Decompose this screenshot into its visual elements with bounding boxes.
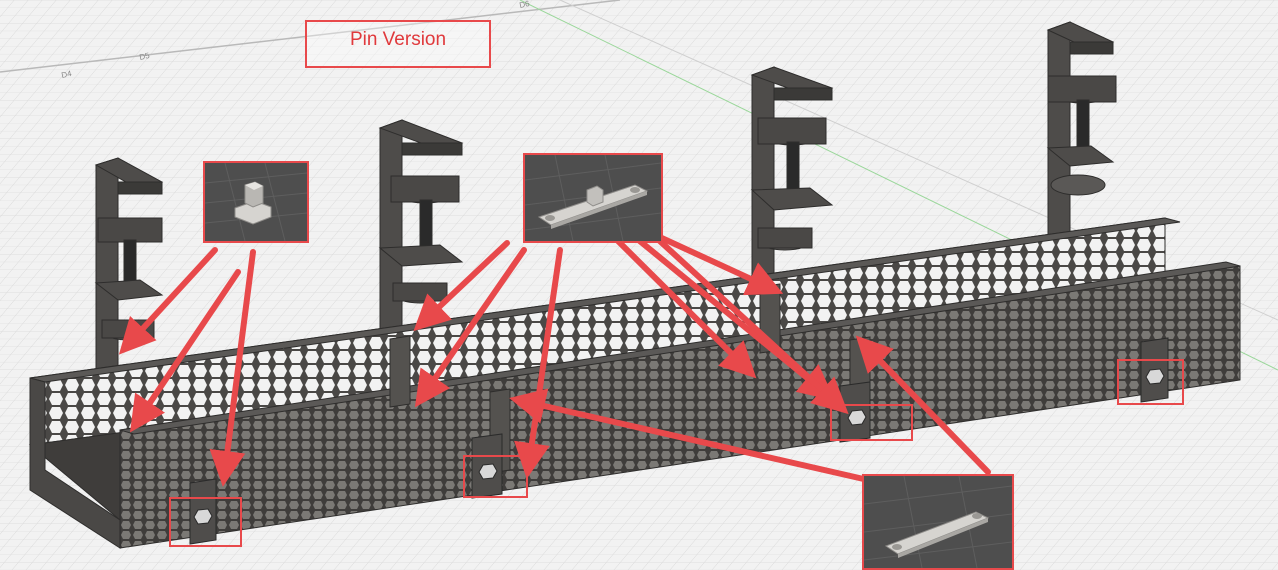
grid-label: D4 [61, 69, 73, 80]
clamp-1 [94, 157, 164, 379]
pin-2 [471, 433, 503, 499]
pin-highlight-box [1117, 359, 1184, 405]
hex-pin-icon [205, 163, 307, 241]
pin-4 [1140, 337, 1169, 403]
grid-major-line [0, 0, 621, 73]
inset-hex-pin [203, 161, 309, 243]
grid-label: D6 [519, 0, 531, 10]
connector-bar-with-pin-icon [525, 155, 661, 241]
grid-label: D5 [139, 51, 151, 62]
pin-highlight-box [830, 404, 913, 441]
title-label: Pin Version [349, 29, 447, 50]
pin-3 [839, 381, 871, 443]
clamp-3 [750, 66, 834, 309]
inset-connector-bar [862, 474, 1014, 570]
clamp-4 [1046, 21, 1117, 249]
title-callout: Pin Version [305, 20, 491, 68]
connector-bar-icon [864, 476, 1012, 568]
pin-1 [189, 478, 217, 545]
pin-highlight-box [169, 497, 242, 547]
inset-bar-with-pin [523, 153, 663, 243]
